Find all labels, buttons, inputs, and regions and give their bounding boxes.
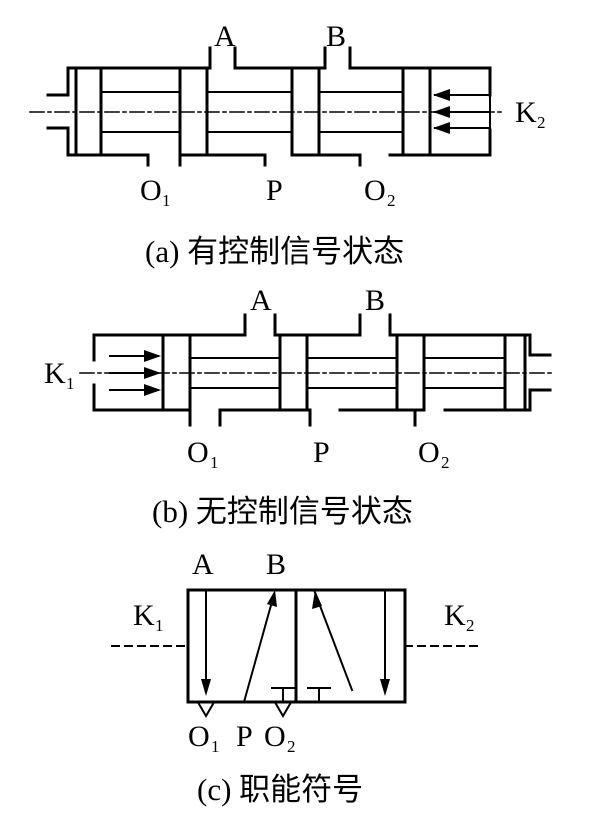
control-k1-subscript: 1: [155, 616, 164, 635]
diagram-b-port-labels: A B O 1 P O 2 K 1: [44, 284, 450, 472]
control-k-label: K: [44, 357, 66, 390]
port-o2-label: O: [264, 720, 286, 753]
port-p-label: P: [236, 720, 253, 753]
port-o2-label: O: [364, 174, 386, 207]
diagram-a-port-labels: A B O 1 P O 2 K 2: [140, 20, 546, 210]
port-o1-subscript: 1: [162, 191, 171, 210]
port-o2-subscript: 2: [287, 737, 296, 756]
control-k-label: K: [515, 96, 537, 129]
port-o2-subscript: 2: [441, 453, 450, 472]
diagram-a-valve-section: [29, 46, 506, 167]
port-o1-subscript: 1: [211, 737, 220, 756]
diagram-c-port-labels: A B K 1 K 2 O 1 P O 2: [133, 548, 475, 756]
port-b-label: B: [326, 20, 346, 53]
control-k2-subscript: 2: [466, 616, 475, 635]
caption-a: (a) 有控制信号状态: [145, 234, 404, 269]
caption-b: (b) 无控制信号状态: [152, 494, 413, 529]
port-o2-label: O: [418, 436, 440, 469]
port-b-label: B: [365, 284, 385, 317]
control-k-subscript: 1: [66, 374, 75, 393]
port-o1-label: O: [140, 174, 162, 207]
port-a-label: A: [250, 284, 272, 317]
control-k-subscript: 2: [537, 113, 546, 132]
port-o1-subscript: 1: [210, 453, 219, 472]
port-a-label: A: [192, 548, 214, 581]
port-p-label: P: [313, 436, 330, 469]
port-o1-label: O: [188, 720, 210, 753]
port-o1-label: O: [187, 436, 209, 469]
diagram-b-valve-section: [79, 313, 556, 427]
port-b-label: B: [266, 548, 286, 581]
diagram-c-symbol: [111, 588, 483, 718]
control-k2-label: K: [444, 599, 466, 632]
caption-c: (c) 职能符号: [197, 772, 363, 807]
port-p-label: P: [266, 174, 283, 207]
port-o2-subscript: 2: [387, 191, 396, 210]
port-a-label: A: [214, 20, 236, 53]
control-k1-label: K: [133, 599, 155, 632]
